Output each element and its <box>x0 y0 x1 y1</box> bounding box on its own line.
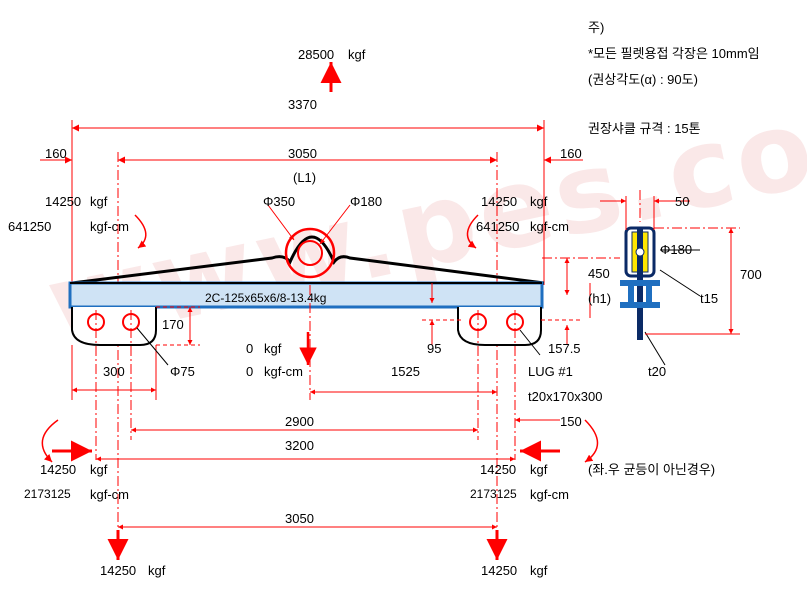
dim-lug-height: 170 <box>162 317 184 332</box>
dim-157-5: 157.5 <box>548 341 581 356</box>
lower-right-moment-unit: kgf-cm <box>530 487 569 502</box>
lower-right-force-unit: kgf <box>530 462 548 477</box>
dim-span-label: (L1) <box>293 170 317 185</box>
side-dia: Φ180 <box>660 242 693 257</box>
center-force-unit: kgf <box>264 341 282 356</box>
dim-span: 3050 <box>288 146 317 161</box>
shackle-side-view <box>620 226 660 340</box>
dim-3200: 3200 <box>285 438 314 453</box>
right-force-unit: kgf <box>530 194 548 209</box>
lower-left-force: 14250 <box>40 462 77 477</box>
beam-label: 2C-125x65x6/8-13.4kg <box>205 291 327 305</box>
center-moment: 0 <box>246 364 254 379</box>
dim-160-right: 160 <box>560 146 582 161</box>
center-eye-inner <box>297 240 323 266</box>
top-plate <box>71 235 545 285</box>
bottom-right-force-value: 14250 <box>481 563 518 578</box>
lug-size: t20x170x300 <box>528 389 603 404</box>
top-load-value: 28500 <box>298 47 335 62</box>
lower-right-force: 14250 <box>480 462 517 477</box>
notes-shackle: 권장샤클 규격 : 15톤 <box>588 121 701 136</box>
left-force: 14250 <box>45 194 82 209</box>
dim-450: 450 <box>588 266 610 281</box>
dim-2900: 2900 <box>285 414 314 429</box>
dim-t15: t15 <box>700 291 719 306</box>
lower-left-moment: 2173125 <box>24 487 71 501</box>
dim-dia-180: Φ180 <box>350 194 383 209</box>
dim-50: 50 <box>675 194 690 209</box>
dim-lug-width: 300 <box>103 364 125 379</box>
left-force-unit: kgf <box>90 194 108 209</box>
lug-left <box>71 307 157 346</box>
uneven-note: (좌.우 균등이 아닌경우) <box>588 462 716 477</box>
lower-left-force-unit: kgf <box>90 462 108 477</box>
center-moment-unit: kgf-cm <box>264 364 303 379</box>
top-load-unit: kgf <box>348 47 366 62</box>
notes-angle: (권상각도(α) : 90도) <box>588 72 698 87</box>
moment-arrow-left <box>134 214 147 249</box>
center-eye-outer <box>284 227 336 279</box>
dim-h1: (h1) <box>588 291 612 306</box>
moment-arrow-right <box>466 214 479 249</box>
dim-95: 95 <box>427 341 442 356</box>
dim-160-left: 160 <box>45 146 67 161</box>
right-moment: 641250 <box>476 219 520 234</box>
lower-left-moment-unit: kgf-cm <box>90 487 129 502</box>
bottom-left-force-value: 14250 <box>100 563 137 578</box>
lug-name: LUG #1 <box>528 364 573 379</box>
right-force: 14250 <box>481 194 518 209</box>
beam-channel <box>68 281 544 309</box>
dim-3050-bottom: 3050 <box>285 511 314 526</box>
bottom-right-force-unit: kgf <box>530 563 548 578</box>
notes-weld: *모든 필렛용접 각장은 10mm임 <box>588 46 760 61</box>
dim-hole: Φ75 <box>170 364 195 379</box>
dim-700: 700 <box>740 267 762 282</box>
dim-150: 150 <box>560 414 582 429</box>
left-moment: 641250 <box>8 219 52 234</box>
dim-t20: t20 <box>648 364 667 379</box>
center-force: 0 <box>246 341 254 356</box>
lower-right-moment: 2173125 <box>470 487 517 501</box>
dim-1525: 1525 <box>391 364 420 379</box>
dim-dia-350: Φ350 <box>263 194 296 209</box>
notes-title: 주) <box>588 20 605 35</box>
right-moment-unit: kgf-cm <box>530 219 569 234</box>
left-moment-unit: kgf-cm <box>90 219 129 234</box>
bottom-left-force-unit: kgf <box>148 563 166 578</box>
top-load-dim: 3370 <box>288 97 317 112</box>
